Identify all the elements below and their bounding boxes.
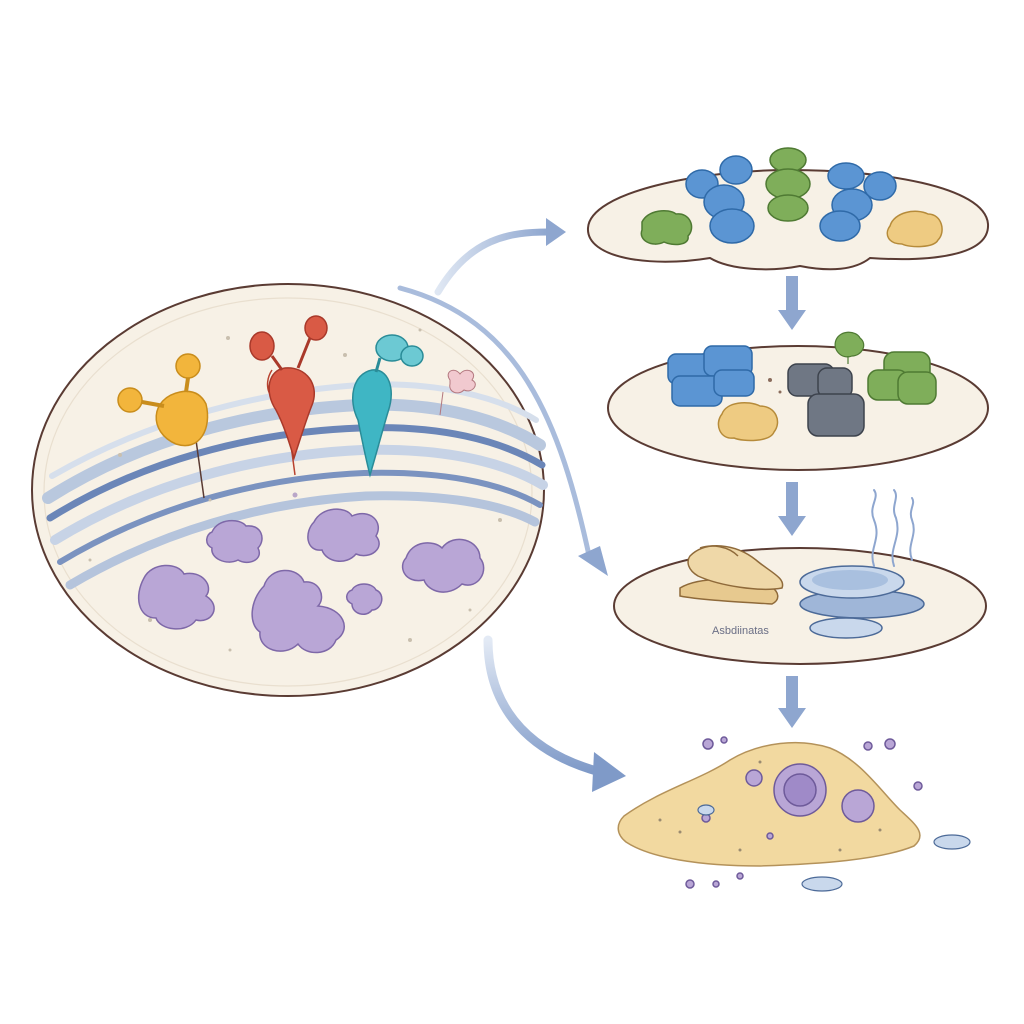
purple-cluster — [307, 508, 380, 562]
purple-cluster — [206, 519, 263, 564]
pink-receptor — [439, 369, 476, 416]
arrow-stage-3-to-4 — [778, 676, 806, 728]
arrow-head — [546, 218, 566, 246]
purple-cluster — [401, 538, 485, 593]
flaky-sheets — [679, 545, 784, 605]
teal-receptor — [351, 334, 424, 478]
green-cluster — [834, 331, 865, 364]
cell-inner-rim — [43, 297, 533, 687]
yellow-receptor — [117, 353, 209, 499]
membrane-band — [57, 469, 543, 565]
cell-section — [31, 283, 548, 697]
stage-arrows — [778, 276, 806, 728]
arrow-stage-2-to-3 — [778, 482, 806, 536]
grey-block — [787, 363, 865, 437]
purple-cluster — [251, 569, 345, 654]
membrane-band — [65, 491, 540, 590]
arrow-head — [578, 546, 608, 576]
tan-cluster — [886, 210, 943, 248]
membrane-band — [42, 398, 546, 504]
arrow-stage-1-to-2 — [778, 276, 806, 330]
purple-clusters — [137, 508, 485, 654]
speckles — [88, 328, 502, 652]
arrow-head — [592, 752, 626, 792]
stage-1-plate — [586, 147, 990, 271]
purple-cluster — [137, 564, 215, 630]
purple-granules — [685, 736, 923, 889]
membrane-band — [49, 381, 539, 479]
flow-arrows — [397, 218, 626, 792]
arrow-to-stage-4 — [483, 635, 605, 777]
membrane-band — [50, 444, 548, 545]
steam — [871, 489, 915, 567]
stage-3-plate: Asbdiinatas — [613, 489, 987, 665]
membrane-band — [46, 424, 546, 522]
arrow-to-stage-3 — [397, 285, 593, 563]
green-cluster — [640, 209, 693, 246]
blue-dimer — [685, 155, 755, 244]
blue-chips — [697, 804, 971, 892]
membrane-bands — [42, 381, 548, 590]
purple-cluster — [346, 583, 383, 615]
red-receptor — [249, 315, 328, 476]
blue-dimer — [819, 162, 897, 242]
green-block — [867, 351, 937, 405]
pile-speckles — [658, 760, 882, 852]
stage-4-pile — [617, 736, 971, 892]
tan-cluster — [717, 401, 779, 442]
green-dimer — [765, 147, 811, 222]
blue-disc — [799, 565, 925, 639]
stage-2-plate — [607, 331, 989, 471]
sand-pile — [617, 741, 921, 867]
stage-3-label: Asbdiinatas — [712, 625, 769, 637]
arrow-to-stage-1 — [434, 228, 552, 296]
blue-block — [667, 345, 755, 407]
